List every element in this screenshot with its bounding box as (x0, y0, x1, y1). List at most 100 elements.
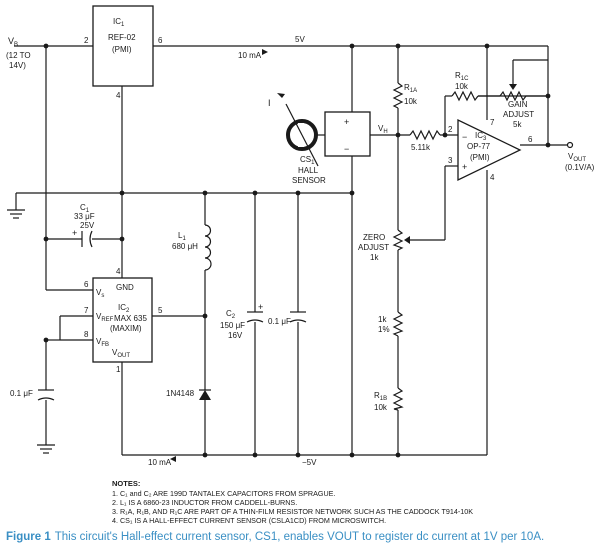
arrow-10ma-bottom (170, 456, 176, 462)
hall-plus: + (344, 117, 349, 127)
ic1-mfr: (PMI) (112, 45, 132, 54)
c-01-left-label: 0.1 μF (10, 389, 33, 398)
arrow-i (277, 93, 285, 98)
ic1-pin4: 4 (116, 91, 121, 100)
vout-label: VOUT (568, 152, 586, 163)
r511-resistor (409, 129, 441, 141)
gain-pot-wiper (509, 84, 517, 90)
rail-5v: 5V (295, 35, 305, 44)
ic2-part: MAX 635 (114, 314, 147, 323)
ic1-ref02-box (92, 5, 154, 87)
c2-value: 150 μF (220, 321, 245, 330)
r1a-resistor (392, 82, 404, 109)
junction-dots (43, 43, 551, 458)
ic2-pin7: 7 (84, 306, 89, 315)
vb-range2: 14V) (9, 61, 26, 70)
ic1-pin2: 2 (84, 36, 89, 45)
r1c-resistor (451, 90, 479, 102)
current-10ma-bottom: 10 mA (148, 458, 172, 467)
hall-label: HALL (298, 166, 319, 175)
r1k-label: 1k (378, 315, 387, 324)
c1-label: C1 (80, 203, 90, 214)
ground-symbol-left (7, 209, 25, 219)
r1b-label: R1B (374, 391, 387, 402)
c2-plus: + (258, 302, 263, 312)
r511-label: 5.11k (411, 143, 431, 152)
ic1-name: IC1 (113, 17, 125, 28)
ic2-pin5: 5 (158, 306, 163, 315)
current-10ma-top: 10 mA (238, 51, 262, 60)
ic2-mfr: (MAXIM) (110, 324, 142, 333)
zero-adjust-pot (392, 229, 404, 251)
r1a-label: R1A (404, 83, 417, 94)
ic2-vs: Vs (96, 288, 104, 299)
ic2-name: IC2 (118, 303, 130, 314)
ic1-pin6: 6 (158, 36, 163, 45)
note-4: 4. CS₁ IS A HALL-EFFECT CURRENT SENSOR (… (112, 516, 386, 525)
ic3-pin3: 3 (448, 156, 453, 165)
vb-range: (12 TO (6, 51, 31, 60)
note-2: 2. L₁ IS A 6860-23 INDUCTOR FROM CADDELL… (112, 498, 297, 507)
c1-capacitor (81, 230, 93, 248)
gain-value: 5k (513, 120, 522, 129)
hall-minus: − (344, 144, 349, 154)
diode-label: 1N4148 (166, 389, 195, 398)
ic3-plus: + (462, 162, 467, 172)
zero-adjust-label2: ADJUST (358, 243, 389, 252)
gain-adjust-label2: ADJUST (503, 110, 534, 119)
ic3-opamp-triangle (457, 118, 522, 182)
current-i-label: I (268, 98, 271, 108)
r1b-value: 10k (374, 403, 388, 412)
c2-capacitor (246, 311, 264, 323)
vout-scale: (0.1V/A) (565, 163, 595, 172)
c-01-capacitor-right (289, 311, 307, 323)
ic2-pin6: 6 (84, 280, 89, 289)
r1b-resistor (392, 387, 404, 411)
r1a-value: 10k (404, 97, 418, 106)
l1-value: 680 μH (172, 242, 198, 251)
vout-terminal (566, 141, 574, 149)
ic1-part: REF-02 (108, 33, 136, 42)
note-3: 3. R₁A, R₁B, AND R₁C ARE PART OF A THIN-… (112, 507, 473, 516)
ic3-mfr: (PMI) (470, 153, 490, 162)
ic3-pin7: 7 (490, 118, 495, 127)
ic3-minus: − (462, 132, 467, 142)
notes-heading: NOTES: (112, 479, 140, 488)
ic3-name: IC3 (475, 131, 487, 142)
gain-adjust-pot (499, 90, 548, 102)
r1pct-label: 1% (378, 325, 390, 334)
c2-label: C2 (226, 309, 236, 320)
r1c-label: R1C (455, 71, 469, 82)
ic2-max635-box (92, 277, 153, 363)
note-1: 1. C₁ and C₂ ARE 199D TANTALEX CAPACITOR… (112, 489, 335, 498)
ic2-vref: VREF (96, 312, 114, 323)
ic2-vfb: VFB (96, 337, 109, 348)
r1k-resistor (392, 311, 404, 337)
ic2-pin4: 4 (116, 267, 121, 276)
diode-1n4148 (199, 389, 211, 400)
ic2-vout: VOUT (112, 348, 130, 359)
c1-value: 33 μF (74, 212, 95, 221)
ic2-pin8: 8 (84, 330, 89, 339)
r1c-value: 10k (455, 82, 469, 91)
wires (14, 45, 568, 456)
ground-symbol-bottom (37, 444, 55, 454)
zero-value: 1k (370, 253, 379, 262)
vh-label: VH (378, 124, 388, 135)
ic3-pin4: 4 (490, 173, 495, 182)
hall-sensor-box (324, 111, 371, 157)
cs1-label: CS1 (300, 155, 315, 166)
zero-adjust-label: ZERO (363, 233, 385, 242)
zero-pot-wiper (404, 236, 410, 244)
c-01-right-label: 0.1 μF (268, 317, 291, 326)
ic3-pin6: 6 (528, 135, 533, 144)
c2-voltage: 16V (228, 331, 243, 340)
c1-plus: + (72, 228, 77, 238)
ic3-part: OP-77 (467, 142, 491, 151)
ic3-pin2: 2 (448, 125, 453, 134)
c-01-capacitor-left (37, 389, 55, 401)
rail-minus-5v: −5V (302, 458, 317, 467)
vb-label: VB (8, 36, 18, 48)
